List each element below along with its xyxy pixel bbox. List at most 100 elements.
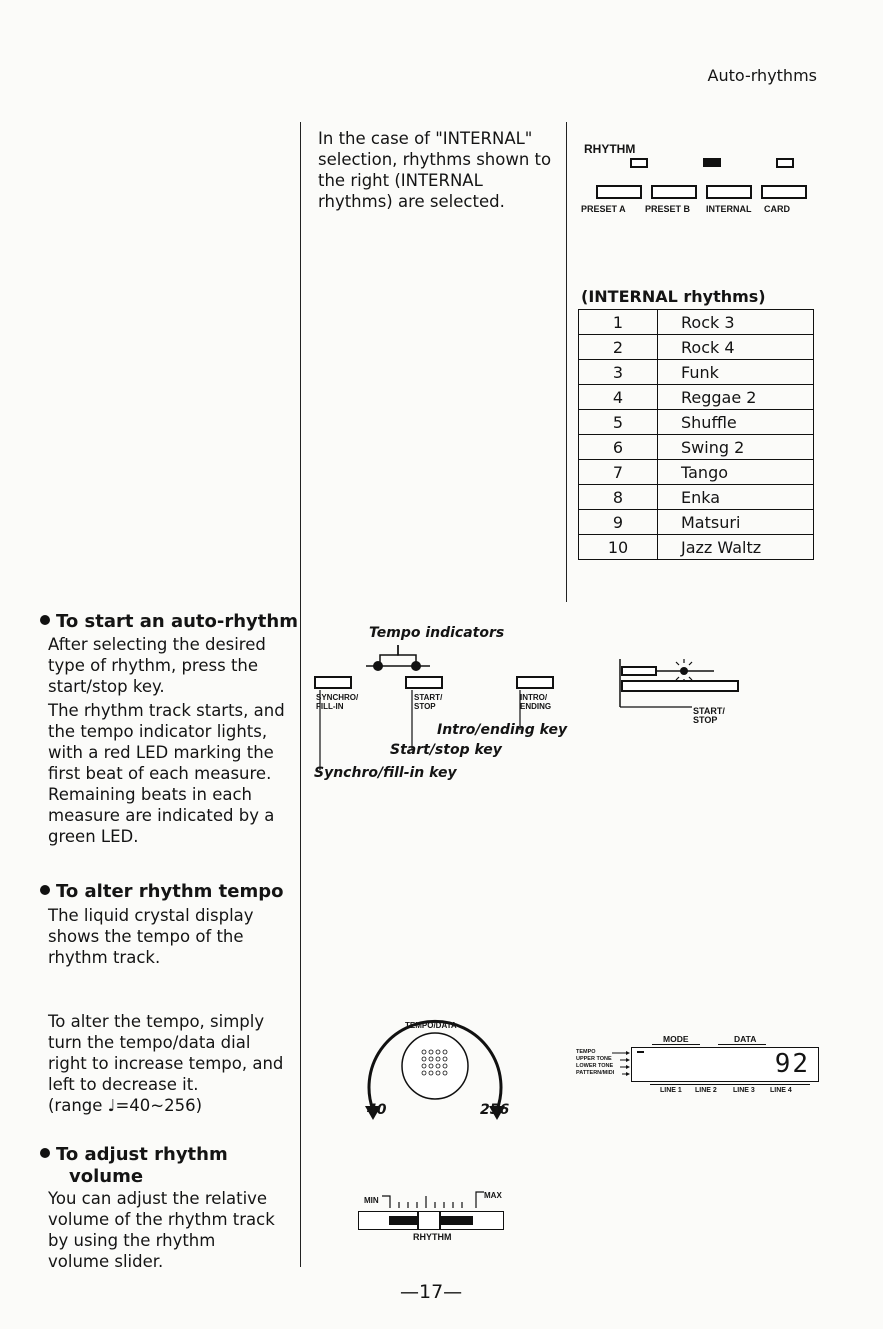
rhythm-number: 7 (578, 459, 658, 485)
rhythm-name: Reggae 2 (657, 384, 814, 410)
preset-b-label: PRESET B (645, 204, 691, 214)
tempo-range: (range ♩=40~256) (48, 1096, 203, 1115)
card-label: CARD (764, 204, 790, 214)
tempo-para-1: The liquid crystal display shows the tem… (48, 906, 254, 967)
page-number: —17— (400, 1281, 463, 1303)
rhythm-name: Funk (657, 359, 814, 385)
synchro-fill-in-label: SYNCHRO/ FILL-IN (316, 693, 359, 711)
lcd-side-label-pattern: PATTERN/MIDI (576, 1070, 615, 1076)
rhythm-indicator-3 (776, 158, 794, 168)
rhythm-number: 4 (578, 384, 658, 410)
lcd-line-1: LINE 1 (660, 1087, 682, 1094)
slider-scale (382, 1191, 484, 1208)
start-para-1: After selecting the desired type of rhyt… (48, 635, 266, 696)
intro-ending-label: INTRO/ ENDING (520, 693, 552, 711)
column-divider-left (300, 122, 301, 1267)
rhythm-name: Jazz Waltz (657, 534, 814, 560)
intro-ending-button[interactable] (516, 676, 554, 689)
rhythm-volume-slider-track[interactable] (358, 1211, 504, 1230)
lcd-line-ticks (650, 1080, 810, 1085)
rhythm-panel-label: RHYTHM (584, 142, 636, 156)
bullet-icon (40, 615, 50, 625)
lcd-side-label-lower: LOWER TONE (576, 1063, 614, 1069)
rhythm-number: 9 (578, 509, 658, 535)
intro-ending-key-label: Intro/ending key (437, 722, 568, 738)
preset-a-label: PRESET A (581, 204, 626, 214)
rhythm-indicator-2 (703, 158, 721, 167)
dial-max-value: 256 (480, 1102, 510, 1118)
start-stop-key-diagram (619, 659, 739, 708)
internal-label: INTERNAL (706, 204, 752, 214)
preset-b-button[interactable] (651, 185, 697, 199)
rhythm-number: 5 (578, 409, 658, 435)
lcd-line-2: LINE 2 (695, 1087, 717, 1094)
column-divider-right (566, 122, 567, 602)
volume-heading: To adjust rhythm volume (40, 1144, 270, 1188)
tempo-para-2: To alter the tempo, simply turn the temp… (48, 1012, 284, 1094)
lcd-side-arrows (612, 1051, 630, 1076)
lcd-display: 92 (631, 1047, 819, 1082)
rhythm-name: Swing 2 (657, 434, 814, 460)
rhythm-name: Matsuri (657, 509, 814, 535)
bullet-icon (40, 1148, 50, 1158)
start-heading: To start an auto-rhythm (40, 611, 298, 633)
start-stop-key-label: Start/stop key (390, 742, 502, 758)
bullet-icon (40, 885, 50, 895)
tempo-data-dial[interactable] (355, 1010, 515, 1130)
lcd-line-4: LINE 4 (770, 1087, 792, 1094)
start-stop-label: START/ STOP (414, 693, 443, 711)
synchro-fill-in-key-label: Synchro/fill-in key (314, 765, 457, 781)
tempo-led-green (411, 661, 421, 671)
rhythm-number: 10 (578, 534, 658, 560)
lcd-mode-label: MODE (663, 1034, 689, 1044)
preset-a-button[interactable] (596, 185, 642, 199)
tempo-heading: To alter rhythm tempo (40, 881, 283, 903)
volume-para-1: You can adjust the relative volume of th… (48, 1189, 275, 1271)
lcd-tempo-marker (637, 1051, 644, 1053)
lcd-line-3: LINE 3 (733, 1087, 755, 1094)
start-stop-key-label-right: START/ STOP (693, 706, 725, 725)
tempo-led-red (373, 661, 383, 671)
rhythm-number: 8 (578, 484, 658, 510)
start-stop-button[interactable] (405, 676, 443, 689)
slider-label: RHYTHM (413, 1232, 452, 1242)
card-button[interactable] (761, 185, 807, 199)
rhythm-name: Tango (657, 459, 814, 485)
rhythm-number: 1 (578, 309, 658, 335)
lcd-underline-data (718, 1044, 766, 1045)
internal-button[interactable] (706, 185, 752, 199)
rhythm-name: Rock 4 (657, 334, 814, 360)
tempo-data-dial-label: TEMPO/DATA (405, 1021, 457, 1030)
tempo-indicators-label: Tempo indicators (369, 625, 505, 641)
rhythm-number: 3 (578, 359, 658, 385)
lcd-side-label-tempo: TEMPO (576, 1049, 596, 1055)
slider-knob[interactable] (417, 1212, 441, 1229)
lcd-side-label-upper: UPPER TONE (576, 1056, 612, 1062)
rhythm-name: Enka (657, 484, 814, 510)
internal-text: In the case of "INTERNAL" selection, rhy… (318, 129, 552, 211)
lcd-value: 92 (774, 1049, 810, 1079)
start-para-2: The rhythm track starts, and the tempo i… (48, 701, 285, 846)
rhythm-name: Shuffle (657, 409, 814, 435)
slider-max-label: MAX (484, 1191, 502, 1200)
rhythm-number: 2 (578, 334, 658, 360)
section-title: Auto-rhythms (707, 66, 817, 85)
rhythm-number: 6 (578, 434, 658, 460)
synchro-fill-in-button[interactable] (314, 676, 352, 689)
rhythm-name: Rock 3 (657, 309, 814, 335)
lcd-data-label: DATA (734, 1034, 757, 1044)
internal-rhythms-title: (INTERNAL rhythms) (581, 287, 766, 306)
dial-min-value: 40 (367, 1102, 387, 1118)
rhythm-indicator-1 (630, 158, 648, 168)
